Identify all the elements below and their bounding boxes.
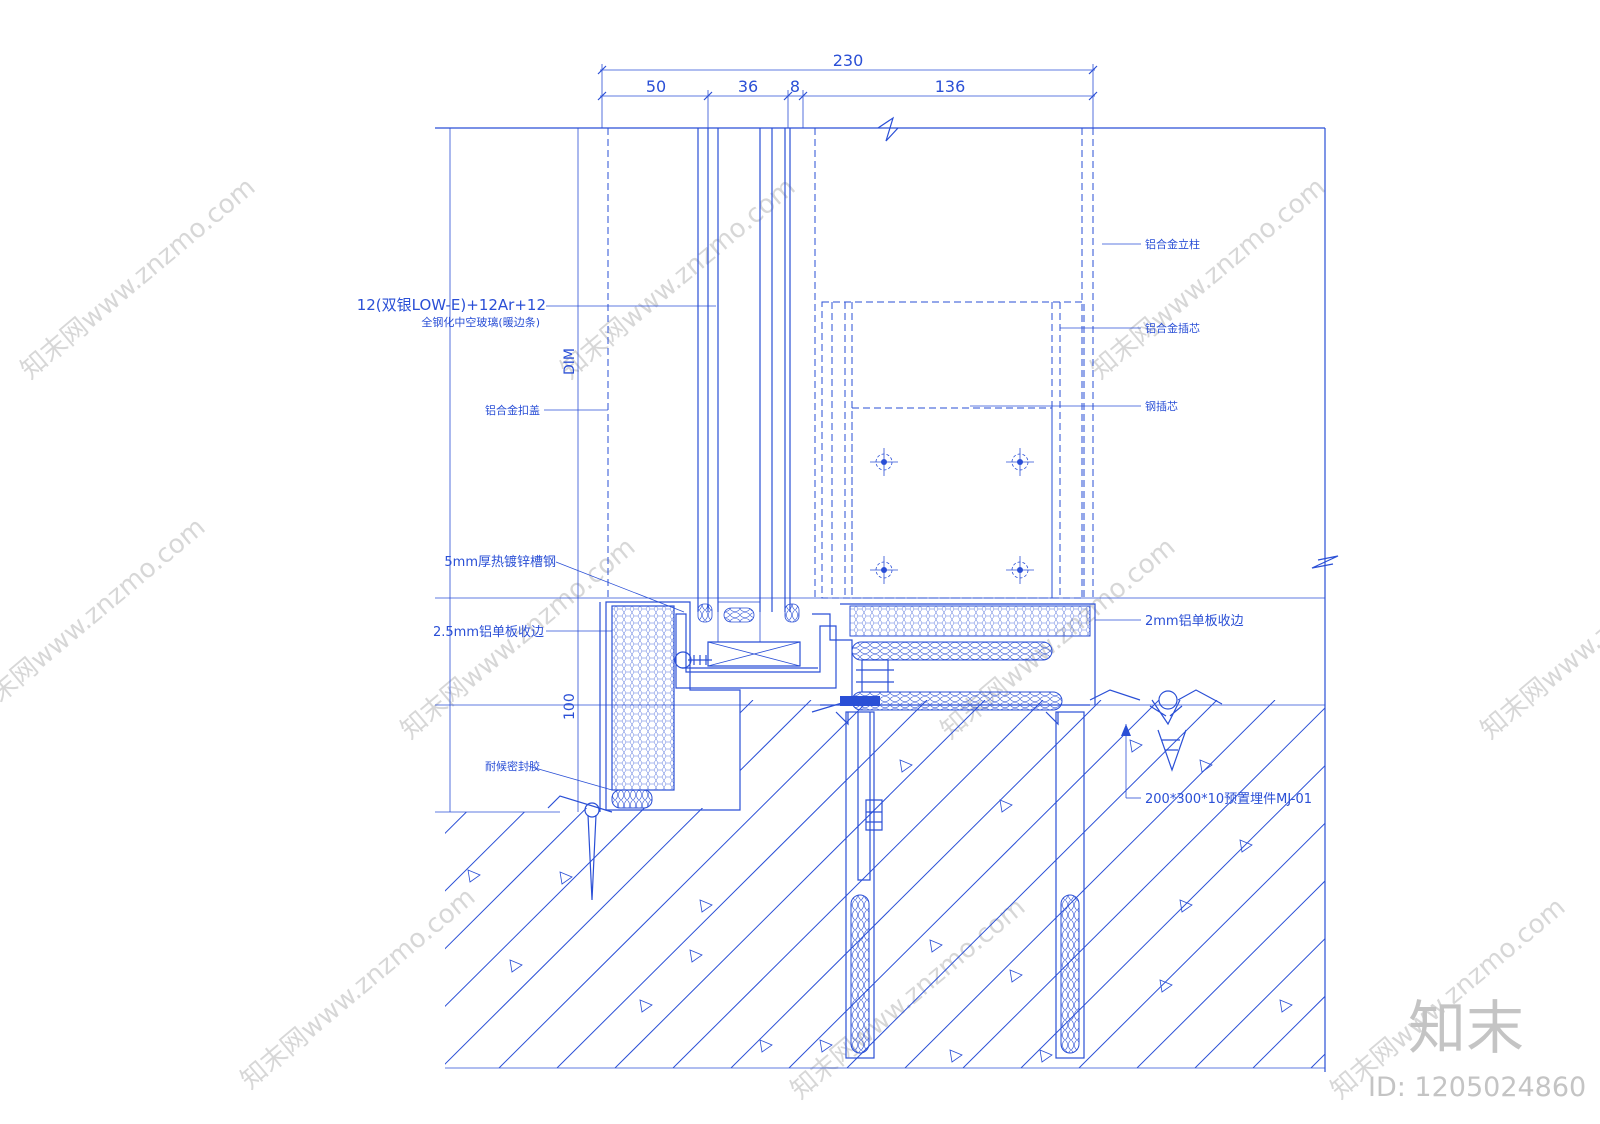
aggregate-mark	[999, 799, 1013, 813]
aggregate-mark	[949, 1049, 963, 1063]
hatch-line	[0, 700, 347, 1068]
watermark-1: 知末网www.znzmo.com	[15, 172, 261, 385]
bolt-mark	[1006, 556, 1034, 584]
hatch-line	[672, 700, 1044, 1068]
hatch-line	[1194, 700, 1325, 1068]
aggregate-mark	[899, 759, 913, 773]
hatch-line	[445, 700, 812, 1068]
label-cover-cap: 铝合金扣盖	[485, 403, 540, 417]
hatch-line	[0, 700, 173, 1068]
aggregate-mark	[467, 869, 481, 883]
hatch-line	[0, 700, 289, 1068]
aggregate-mark	[1159, 979, 1173, 993]
dim-overall: 230	[833, 51, 864, 70]
hatch-line	[445, 700, 754, 1068]
label-mullion: 铝合金立柱	[1145, 237, 1200, 251]
aggregate-mark	[1039, 1049, 1053, 1063]
watermark-8: 知末网www.znzmo.com	[235, 882, 481, 1095]
watermarks: 知末网www.znzmo.com 知末网www.znzmo.com 知末网www…	[0, 172, 1600, 1105]
label-channel-steel: 5mm厚热镀锌槽钢	[444, 554, 556, 570]
right-edge-detail	[1089, 689, 1223, 772]
watermark-7: 知末网www.znzmo.com	[1475, 532, 1600, 745]
watermark-2: 知末网www.znzmo.com	[555, 172, 801, 385]
label-glass-desc: 全钢化中空玻璃(暖边条)	[421, 315, 540, 329]
hatch-line	[730, 700, 1102, 1068]
mullion-assembly	[811, 128, 1096, 1059]
hatch-line	[556, 700, 928, 1068]
hatch-line	[788, 700, 1160, 1068]
left-insulation	[547, 601, 837, 901]
aggregate-mark	[1129, 739, 1143, 753]
watermark-3: 知末网www.znzmo.com	[1085, 172, 1331, 385]
aggregate-mark	[639, 999, 653, 1013]
aggregate-mark	[1239, 839, 1253, 853]
dim-50: 50	[646, 77, 666, 96]
hatch-line	[1136, 700, 1325, 1068]
aggregate-mark	[1009, 969, 1023, 983]
hatch-line	[0, 700, 231, 1068]
label-al-panel-right: 2mm铝单板收边	[1145, 614, 1244, 629]
bolt-mark	[870, 556, 898, 584]
hatch-line	[445, 700, 464, 1068]
label-glass-spec: 12(双银LOW-E)+12Ar+12	[357, 296, 546, 314]
aggregate-mark	[509, 959, 523, 973]
aggregate-mark	[819, 1039, 833, 1053]
aggregate-mark	[929, 939, 943, 953]
aggregate-mark	[759, 1039, 773, 1053]
aggregate-mark	[1199, 759, 1213, 773]
brand: 知末 ID: 1205024860	[1368, 994, 1586, 1103]
watermark-9: 知末网www.znzmo.com	[785, 892, 1031, 1105]
hatch-line	[846, 700, 1218, 1068]
hatch-line	[1078, 700, 1325, 1068]
label-al-insert: 铝合金插芯	[1145, 321, 1200, 335]
hatch-line	[0, 700, 115, 1068]
bolt-mark	[1006, 448, 1034, 476]
hatch-line	[1252, 700, 1325, 1068]
dimension-chain: 230 50 36 8 136	[597, 51, 1098, 128]
hatch-line	[445, 700, 580, 1068]
aggregate-mark	[689, 949, 703, 963]
label-steel-insert: 钢插芯	[1145, 399, 1178, 413]
hatch-line	[1020, 700, 1325, 1068]
vertical-dimension: DIM 100	[562, 128, 579, 812]
dim-36: 36	[738, 77, 758, 96]
brand-id: ID: 1205024860	[1368, 1072, 1586, 1103]
aggregate-mark	[559, 871, 573, 885]
dim-100: 100	[562, 693, 578, 720]
bolt-marks	[870, 448, 1034, 584]
dim-8: 8	[790, 77, 800, 96]
aggregate-mark	[699, 899, 713, 913]
leader-lines	[527, 243, 1141, 799]
hatch-line	[498, 700, 870, 1068]
watermark-4: 知末网www.znzmo.com	[0, 512, 211, 725]
concrete-slab	[0, 700, 1325, 1068]
dim-136: 136	[935, 77, 966, 96]
aggregate-mark	[1179, 899, 1193, 913]
hatch-line	[962, 700, 1325, 1068]
bolt-mark	[870, 448, 898, 476]
brand-logo: 知末	[1408, 994, 1524, 1062]
label-embed-plate: 200*300*10预置埋件MJ-01	[1145, 792, 1312, 807]
label-sealant: 耐候密封胶	[485, 759, 540, 773]
annotations: 12(双银LOW-E)+12Ar+12 全钢化中空玻璃(暖边条) 铝合金扣盖 5…	[357, 237, 1312, 807]
hatch-line	[614, 700, 986, 1068]
hatch-line	[904, 700, 1276, 1068]
glass-assembly	[607, 128, 801, 667]
aggregate-mark	[1279, 999, 1293, 1013]
dim-vertical-label: DIM	[562, 348, 578, 375]
label-al-panel-left: 2.5mm铝单板收边	[433, 625, 544, 640]
